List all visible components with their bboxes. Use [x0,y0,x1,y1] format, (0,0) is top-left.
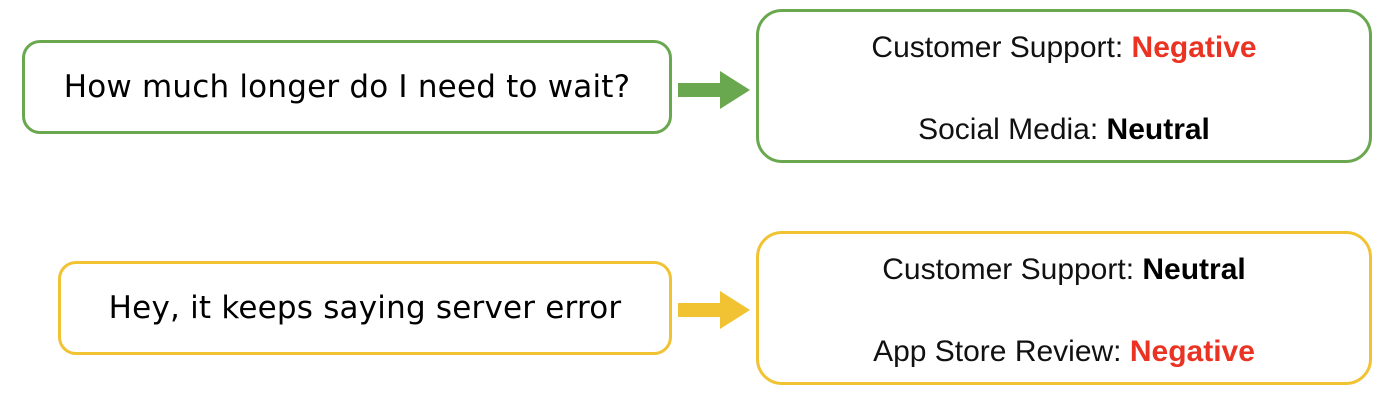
input-box-1: How much longer do I need to wait? [22,40,672,134]
sentiment-value: Negative [1129,335,1255,368]
output-line-customer-support: Customer Support: Neutral [759,253,1369,287]
input-text-2: Hey, it keeps saying server error [108,290,622,326]
output-line-social-media: Social Media: Neutral [759,113,1369,147]
output-box-1: Customer Support: Negative Social Media:… [756,9,1372,163]
output-box-2: Customer Support: Neutral App Store Revi… [756,231,1372,385]
output-label: Social Media: [918,113,1107,146]
arrow-icon-1 [678,71,750,109]
input-text-1: How much longer do I need to wait? [63,69,631,105]
output-line-customer-support: Customer Support: Negative [759,31,1369,65]
output-label: Customer Support: [882,253,1143,286]
arrow-icon-2 [678,291,750,329]
sentiment-value: Neutral [1106,113,1210,146]
sentiment-value: Negative [1131,31,1257,64]
sentiment-value: Neutral [1142,253,1246,286]
input-box-2: Hey, it keeps saying server error [58,261,672,355]
output-label: App Store Review: [873,335,1130,368]
output-line-app-store-review: App Store Review: Negative [759,335,1369,369]
output-label: Customer Support: [871,31,1132,64]
